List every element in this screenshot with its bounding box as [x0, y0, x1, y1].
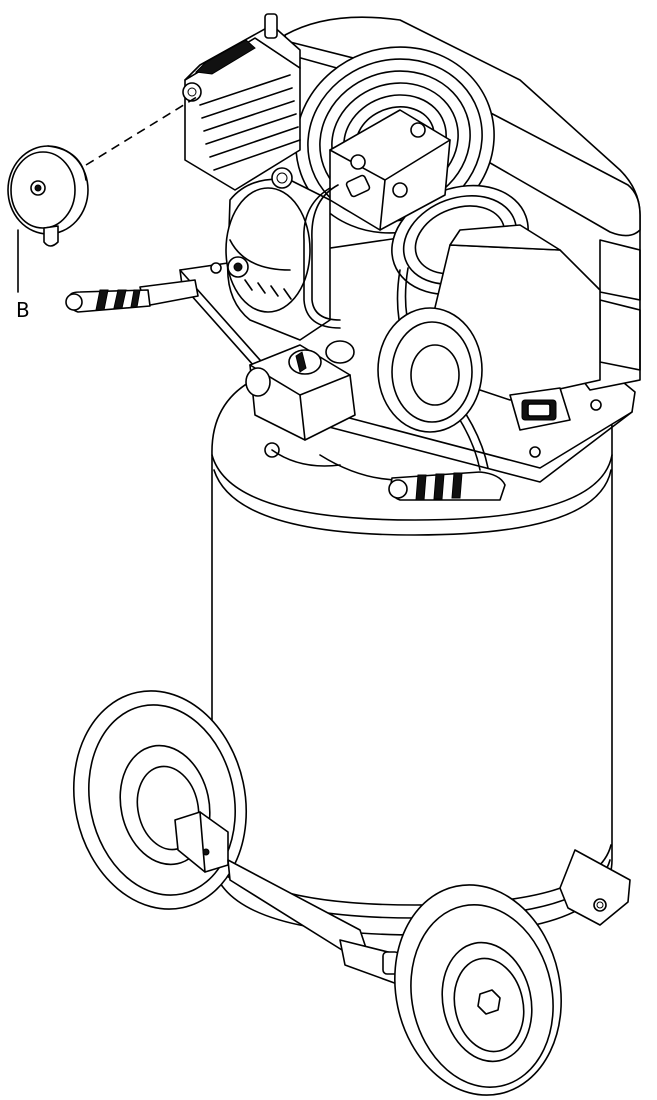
right-wheel — [394, 884, 562, 1096]
right-foot — [559, 849, 631, 926]
pressure-switch — [245, 340, 356, 467]
motor — [377, 224, 601, 433]
pressure-gauge — [7, 94, 201, 247]
lower-handle — [319, 454, 506, 501]
callout-label-b: B — [16, 298, 30, 322]
pump-head — [182, 13, 301, 191]
side-handle — [65, 279, 199, 313]
